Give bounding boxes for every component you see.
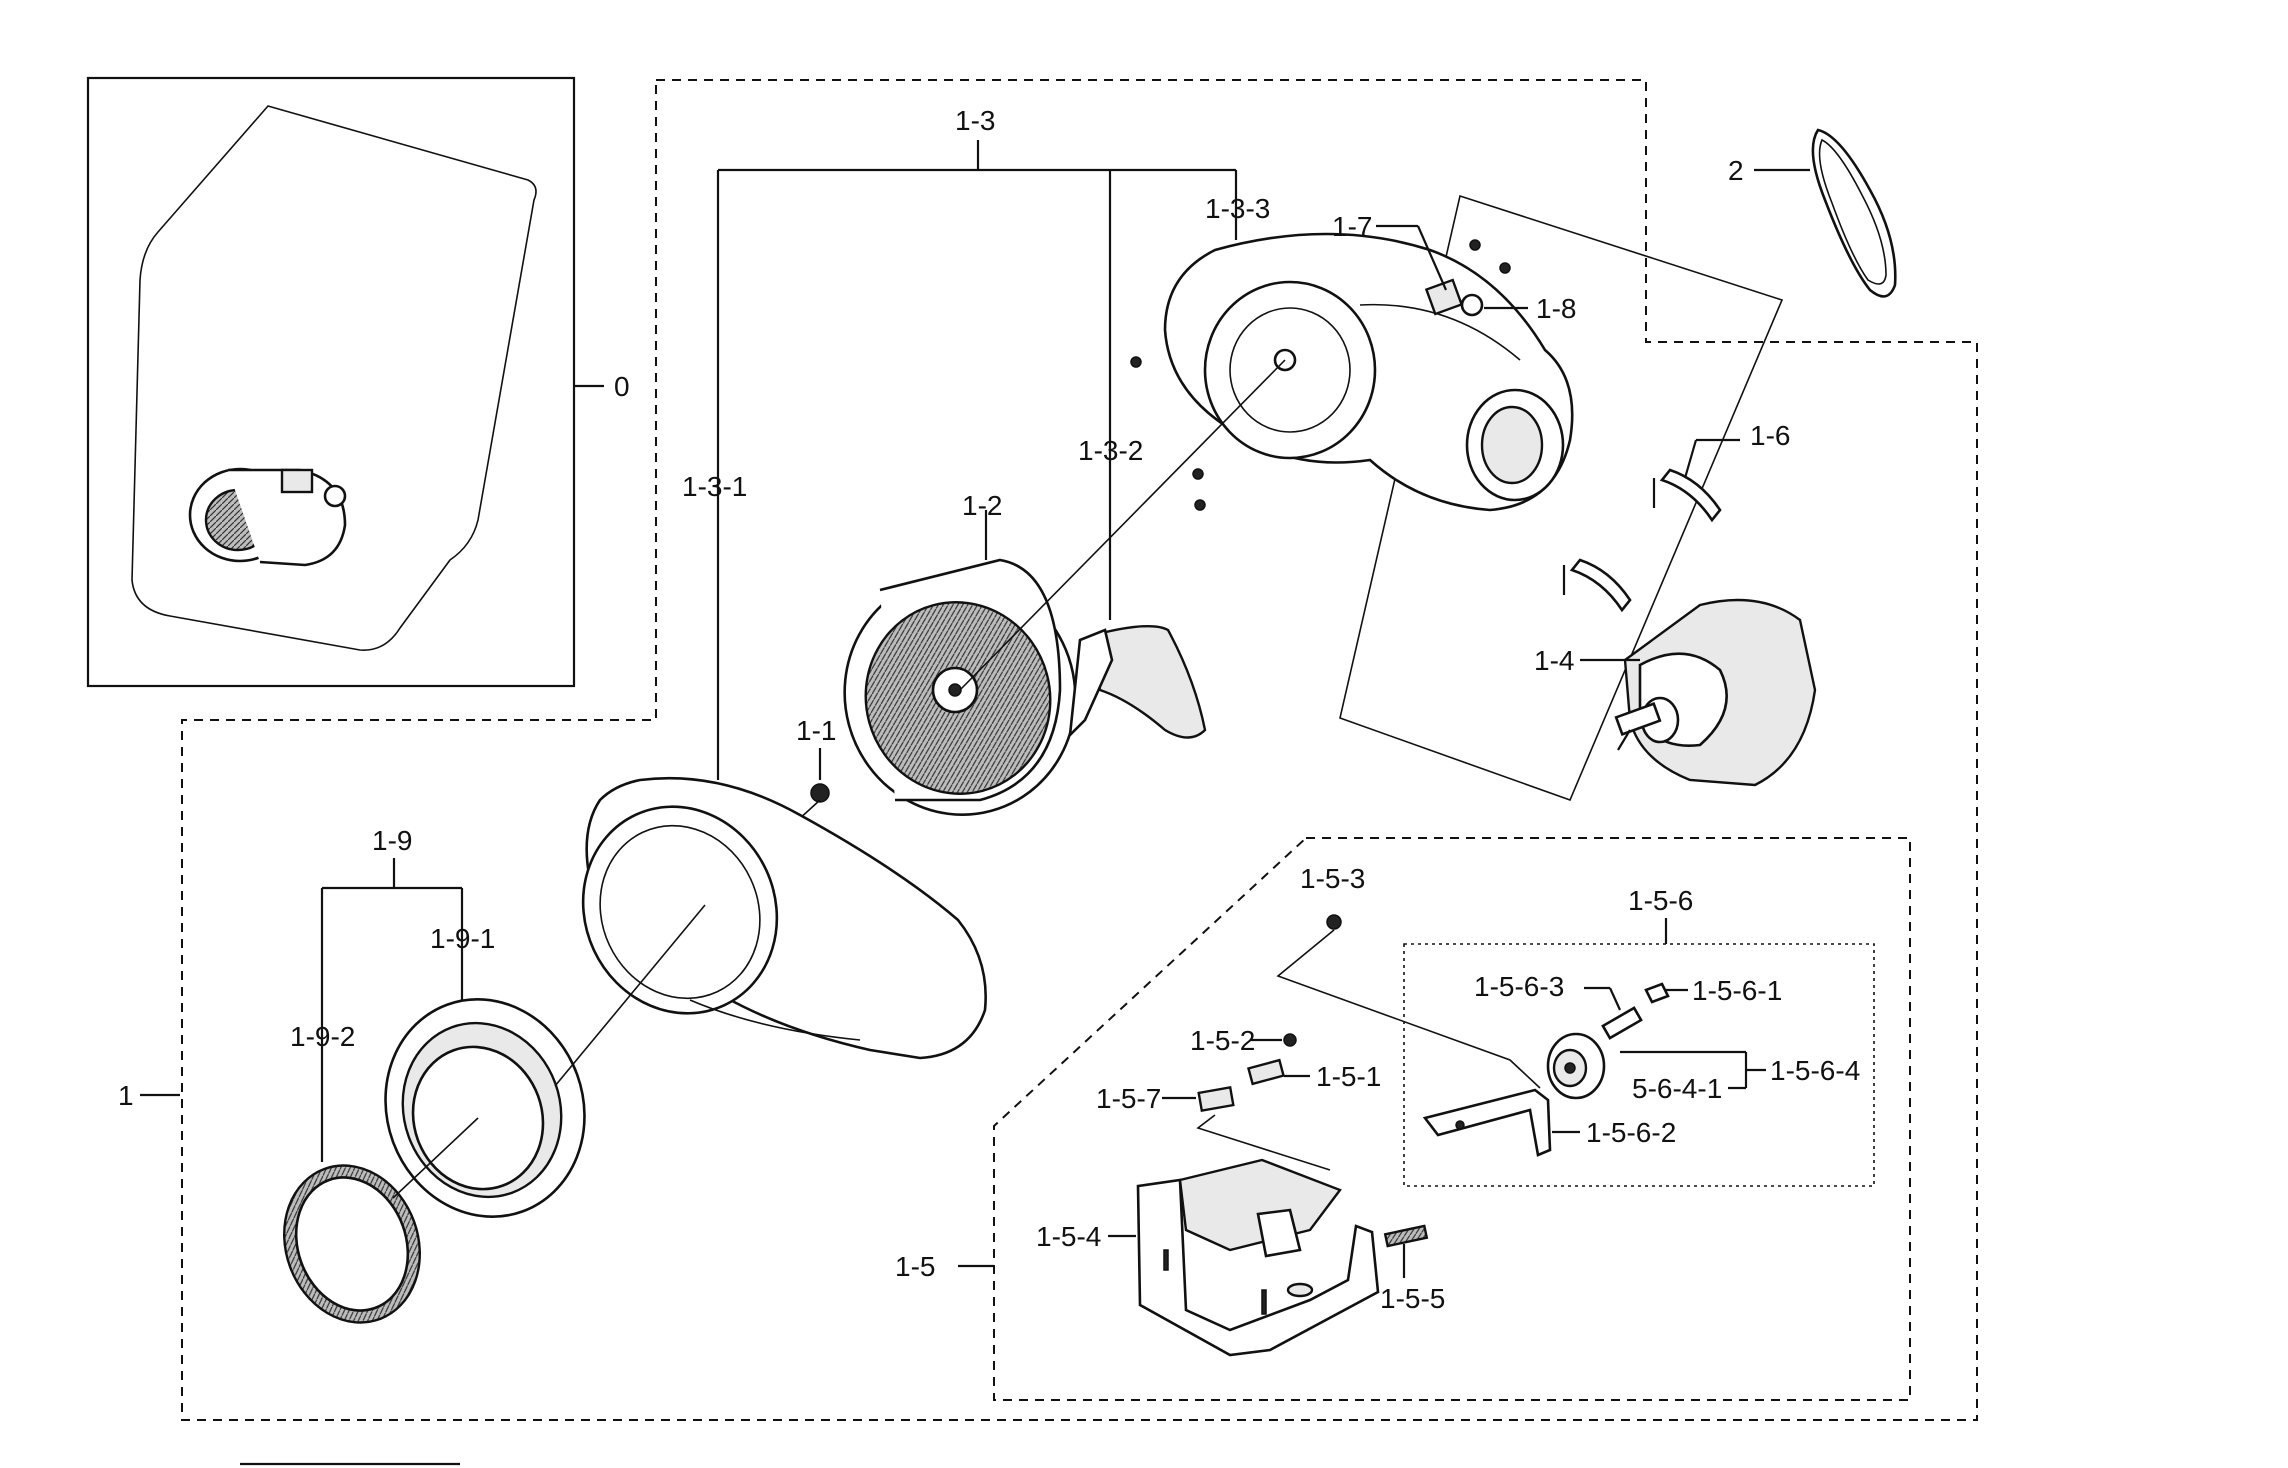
wire-harness-connector — [1197, 1085, 1235, 1113]
air-duct-part — [1068, 624, 1207, 739]
motor-pulley-part — [1424, 239, 1511, 317]
callout-1-5-1: 1-5-1 — [1316, 1061, 1381, 1092]
callout-1-5: 1-5 — [895, 1251, 935, 1282]
callout-1-3-3: 1-3-3 — [1205, 193, 1270, 224]
callout-1-3: 1-3 — [955, 105, 995, 136]
callout-1-5-4: 1-5-4 — [1036, 1221, 1101, 1252]
callout-1-9-2: 1-9-2 — [290, 1021, 355, 1052]
blower-housing-front — [581, 776, 987, 1060]
idler-pulley — [1546, 1032, 1606, 1100]
callout-2: 2 — [1728, 155, 1744, 186]
callout-1-8: 1-8 — [1536, 293, 1576, 324]
screw-1-5-3 — [1326, 914, 1342, 930]
callout-1-9: 1-9 — [372, 825, 412, 856]
drive-belt — [1811, 128, 1897, 298]
callout-1-7: 1-7 — [1332, 211, 1372, 242]
callout-1-9-1: 1-9-1 — [430, 923, 495, 954]
felt-seal-ring — [283, 1164, 421, 1324]
motor-clamps — [1562, 468, 1722, 613]
callout-5-6-4-1: 5-6-4-1 — [1632, 1073, 1722, 1104]
housing-screws — [1130, 356, 1206, 511]
callout-1-6: 1-6 — [1750, 420, 1790, 451]
blower-nut — [810, 783, 830, 803]
callout-1-5-7: 1-5-7 — [1096, 1083, 1161, 1114]
callout-1-3-1: 1-3-1 — [682, 471, 747, 502]
inset-blower-assembly-icon — [188, 467, 347, 567]
callout-1-5-6: 1-5-6 — [1628, 885, 1693, 916]
callout-1-5-6-2: 1-5-6-2 — [1586, 1117, 1676, 1148]
callout-1-5-6-3: 1-5-6-3 — [1474, 971, 1564, 1002]
motor-mounting-plane — [1339, 194, 1784, 802]
blower-housing-rear — [1163, 232, 1574, 512]
callout-1-1: 1-1 — [796, 715, 836, 746]
callout-1-5-5: 1-5-5 — [1380, 1283, 1445, 1314]
idler-spring — [1383, 1224, 1429, 1248]
idler-bracket — [1422, 1088, 1552, 1157]
switch-nut — [1283, 1033, 1297, 1047]
idler-cap — [1644, 982, 1670, 1004]
callout-1-4: 1-4 — [1534, 645, 1574, 676]
assembly-1-5-boundary — [993, 837, 1911, 1401]
callout-1-5-6-1: 1-5-6-1 — [1692, 975, 1782, 1006]
assembly-1-5-6-boundary — [1403, 943, 1875, 1187]
blower-wheel — [843, 558, 1077, 816]
callout-1-5-3: 1-5-3 — [1300, 863, 1365, 894]
callout-1-2: 1-2 — [962, 490, 1002, 521]
callout-1-3-2: 1-3-2 — [1078, 435, 1143, 466]
idler-base-bracket — [1136, 1158, 1380, 1357]
idler-switch — [1247, 1058, 1285, 1086]
callout-1-5-2: 1-5-2 — [1190, 1025, 1255, 1056]
callout-1: 1 — [118, 1080, 134, 1111]
inset-overview-panel — [86, 76, 576, 688]
assembly-1-boundary — [181, 79, 1978, 1421]
drive-motor — [1614, 598, 1817, 787]
callout-0: 0 — [614, 371, 630, 402]
callout-1-5-6-4: 1-5-6-4 — [1770, 1055, 1860, 1086]
idler-shaft — [1601, 1006, 1643, 1040]
